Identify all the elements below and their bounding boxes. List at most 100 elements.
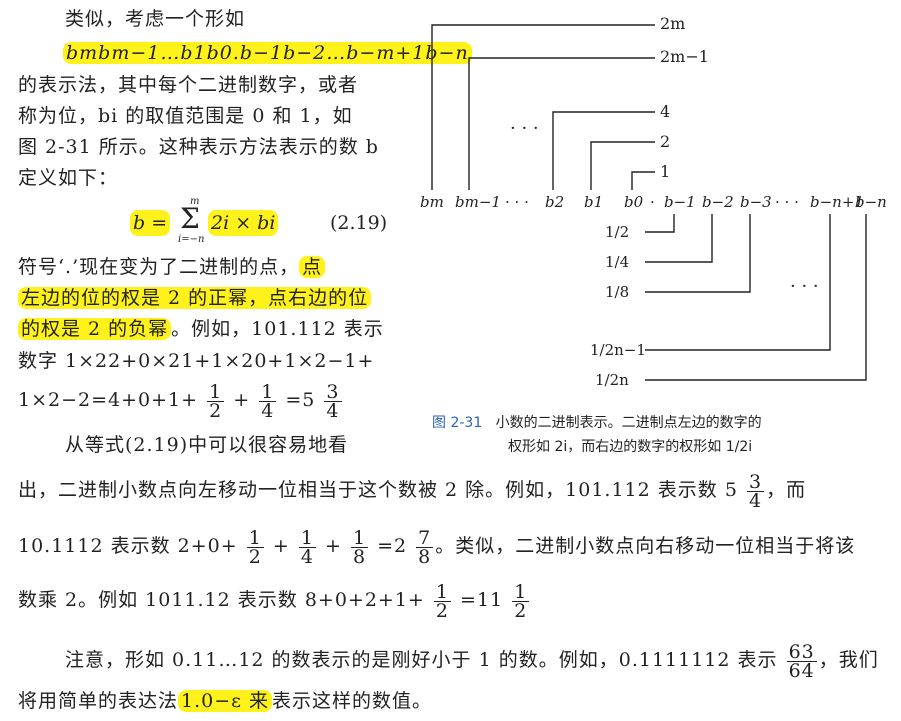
figure-caption: 图 2-31 小数的二进制表示。二进制点左边的数字的 <box>432 412 762 434</box>
denominator: 2 <box>514 599 528 622</box>
text-span: 将用简单的表达法 <box>18 690 179 712</box>
numerator: 3 <box>746 470 765 493</box>
text-line: 定义如下： <box>18 167 119 189</box>
weight-label: 2 <box>660 132 670 151</box>
highlight: 1.0−ε 来 <box>178 690 273 712</box>
bit-label: b−2 <box>702 193 734 211</box>
weight-label: 1/4 <box>605 253 629 271</box>
text-span: =11 <box>460 589 504 611</box>
numerator: 3 <box>324 380 342 403</box>
bit-label: b0 <box>624 193 644 211</box>
bit-labels: bm bm−1 · · · b2 b1 b0 · b−1 b−2 b−3 · ·… <box>420 193 887 211</box>
formula-2-19: b = m Σ i=−n 2i × bi (2.19) <box>130 196 390 248</box>
text-line: 注意，形如 0.11…12 的数表示的是刚好小于 1 的数。例如，0.11111… <box>65 640 879 680</box>
text-span: 。例如，101.112 表示 <box>171 318 384 340</box>
text-span: 出，二进制小数点向左移动一位相当于这个数被 2 除。例如，101.112 表示数… <box>18 479 738 501</box>
sum-lower: i=−n <box>178 234 205 245</box>
bit-expression: bmbm−1…b1b0.b−1b−2…b−m+1b−n <box>63 40 472 66</box>
text-span: 1×2−2=4+0+1+ <box>18 389 199 411</box>
text-span: 数乘 2。例如 1011.12 表示数 8+0+2+1+ <box>18 589 425 611</box>
denominator: 64 <box>788 659 815 682</box>
text-line: 符号‘.’现在变为了二进制的点，点 <box>18 254 326 280</box>
denominator: 4 <box>748 489 763 512</box>
bit-label: bm−1 <box>455 193 501 211</box>
text-span: + <box>233 389 251 411</box>
bit-label: · · · <box>775 193 799 211</box>
weight-label: 1 <box>660 162 670 181</box>
numerator: 1 <box>207 380 225 403</box>
denominator: 8 <box>418 545 432 568</box>
text-line: 称为位，bi 的取值范围是 0 和 1，如 <box>18 105 353 127</box>
figure-caption-line2: 权形如 2i，而右边的数字的权形如 1/2i <box>508 439 753 455</box>
numerator: 1 <box>433 580 451 603</box>
numerator: 7 <box>416 526 434 549</box>
sum-symbol: Σ <box>180 202 200 235</box>
ellipsis: · · · <box>790 276 819 297</box>
bit-label: b−n+1 <box>810 193 864 211</box>
caption-number: 图 2-31 <box>432 415 483 431</box>
text-line: 的表示法，其中每个二进制数字，或者 <box>18 74 359 96</box>
text-span: =5 <box>285 389 316 411</box>
figure-2-31: 2m 2m−1 · · · 4 2 1 bm bm−1 · · · b2 b1 … <box>420 14 887 389</box>
bit-label: b−3 <box>740 193 772 211</box>
text-span: ，我们 <box>818 649 879 671</box>
text-span: + <box>272 535 290 557</box>
lower-brackets <box>645 214 867 381</box>
denominator: 2 <box>435 599 449 622</box>
ellipsis: · · · <box>510 118 539 139</box>
bit-label: b−1 <box>664 193 696 211</box>
text-span: + <box>324 535 342 557</box>
weight-label: 4 <box>660 102 670 121</box>
caption-text: 小数的二进制表示。二进制点左边的数字的 <box>495 415 762 431</box>
equation-number: (2.19) <box>330 212 388 234</box>
denominator: 2 <box>209 399 223 422</box>
text-span: ，而 <box>766 479 807 501</box>
text-line: 从等式(2.19)中可以很容易地看 <box>65 434 349 456</box>
weight-label: 2m <box>660 14 685 33</box>
denominator: 8 <box>352 545 367 568</box>
weight-label: 1/2n−1 <box>590 341 646 359</box>
denominator: 4 <box>326 399 340 422</box>
weight-label: 2m−1 <box>660 47 709 66</box>
text-span: 符号‘.’现在变为了二进制的点， <box>18 256 300 278</box>
denominator: 2 <box>248 545 262 568</box>
text-line: 数字 1×22+0×21+1×20+1×2−1+ <box>18 350 375 372</box>
numerator: 1 <box>350 526 369 549</box>
bit-label: b1 <box>584 193 603 211</box>
numerator: 1 <box>259 380 277 403</box>
weight-label: 1/2 <box>605 223 629 241</box>
bit-label: b−n <box>855 193 887 211</box>
text-span: 注意，形如 0.11…12 的数表示的是刚好小于 1 的数。例如，0.11111… <box>65 649 778 671</box>
highlight: bmbm−1…b1b0.b−1b−2…b−m+1b−n <box>63 42 472 64</box>
numerator: 1 <box>298 526 316 549</box>
highlight: 左边的位的权是 2 的正幂，点右边的位 <box>18 287 372 309</box>
text-line: 类似，考虑一个形如 <box>65 8 246 30</box>
text-line: 图 2-31 所示。这种表示方法表示的数 b <box>18 136 379 158</box>
highlight: 的权是 2 的负幂 <box>18 318 172 340</box>
text-span: 。类似，二进制小数点向右移动一位相当于将该 <box>435 535 856 557</box>
formula-body: 2i × bi <box>208 210 279 236</box>
numerator: 63 <box>786 640 817 663</box>
bit-label: b2 <box>545 193 564 211</box>
upper-brackets <box>431 24 655 190</box>
text-span: =2 <box>377 535 408 557</box>
sum-upper: m <box>190 196 200 207</box>
highlight: 点 <box>299 256 326 278</box>
text-line: 的权是 2 的负幂。例如，101.112 表示 <box>18 316 384 342</box>
denominator: 4 <box>300 545 314 568</box>
bit-label: · · · <box>505 193 529 211</box>
numerator: 1 <box>512 580 530 603</box>
text-span: 10.1112 表示数 2+0+ <box>18 535 238 557</box>
